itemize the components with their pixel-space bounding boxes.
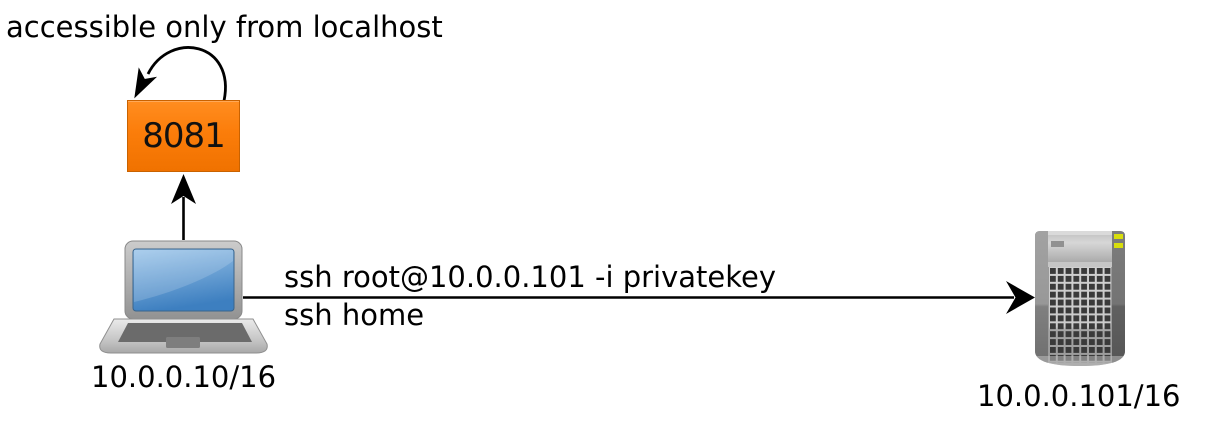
laptop-keyboard: [118, 323, 252, 342]
server-ip-label: 10.0.0.101/16: [977, 379, 1181, 413]
port-label: 8081: [142, 116, 226, 156]
server-vents: [1049, 267, 1111, 363]
laptop-icon: [99, 240, 268, 354]
laptop-to-port-arrow: [171, 174, 196, 240]
laptop-touchpad: [166, 337, 200, 348]
up-arrowhead: [171, 174, 196, 204]
ssh-command-label: ssh root@10.0.0.101 -i privatekey: [284, 260, 777, 294]
server-led-bottom: [1114, 243, 1123, 248]
right-arrowhead: [1006, 281, 1035, 314]
server-label-plate: [1051, 241, 1064, 247]
ssh-arrow: [243, 281, 1035, 314]
self-loop-arrowhead: [134, 67, 158, 99]
server-icon: [1035, 231, 1125, 366]
ssh-home-label: ssh home: [284, 298, 425, 332]
port-node-8081: 8081: [127, 100, 240, 172]
self-loop-arrow: [134, 46, 227, 102]
server-led-top: [1114, 234, 1123, 239]
localhost-annotation: accessible only from localhost: [6, 10, 443, 44]
laptop-ip-label: 10.0.0.10/16: [91, 360, 277, 394]
